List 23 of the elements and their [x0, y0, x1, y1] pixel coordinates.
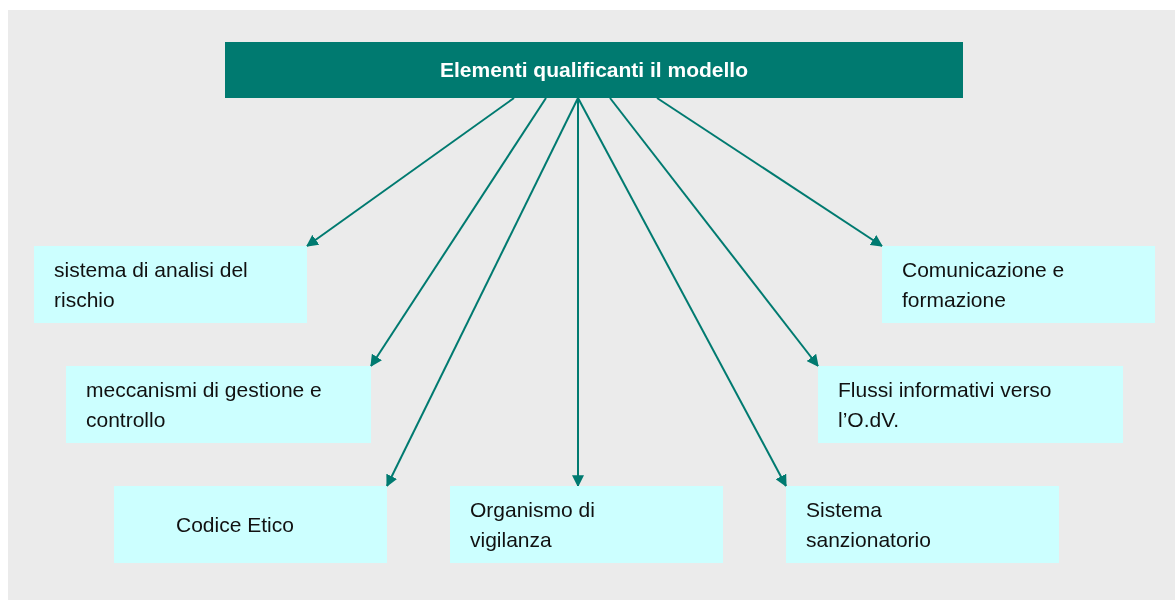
text-box: [66, 366, 371, 443]
text-box: [818, 366, 1123, 443]
arrow: [656, 97, 883, 247]
text-box: [882, 246, 1155, 323]
text-box: [450, 486, 723, 563]
box-label: Organismo di vigilanza: [470, 496, 596, 553]
box-label: meccanismi di gestione e controllo: [86, 376, 323, 433]
box-label: Flussi informativi verso l’O.dV.: [838, 376, 1053, 433]
arrow: [577, 97, 787, 488]
arrow: [370, 97, 547, 367]
text-box: [114, 486, 387, 563]
arrow: [572, 97, 584, 488]
box-label: Sistema sanzionatorio: [806, 496, 932, 553]
box-label: Comunicazione e formazione: [902, 256, 1066, 313]
box-label: Codice Etico: [176, 511, 294, 538]
text-box: [34, 246, 307, 323]
box-label: Elementi qualificanti il modello: [439, 57, 749, 83]
box-label: sistema di analisi del rischio: [54, 256, 249, 313]
arrow: [306, 97, 515, 247]
text-box: [786, 486, 1059, 563]
arrow: [386, 97, 579, 488]
arrow: [609, 97, 819, 367]
title-banner: [225, 42, 963, 98]
